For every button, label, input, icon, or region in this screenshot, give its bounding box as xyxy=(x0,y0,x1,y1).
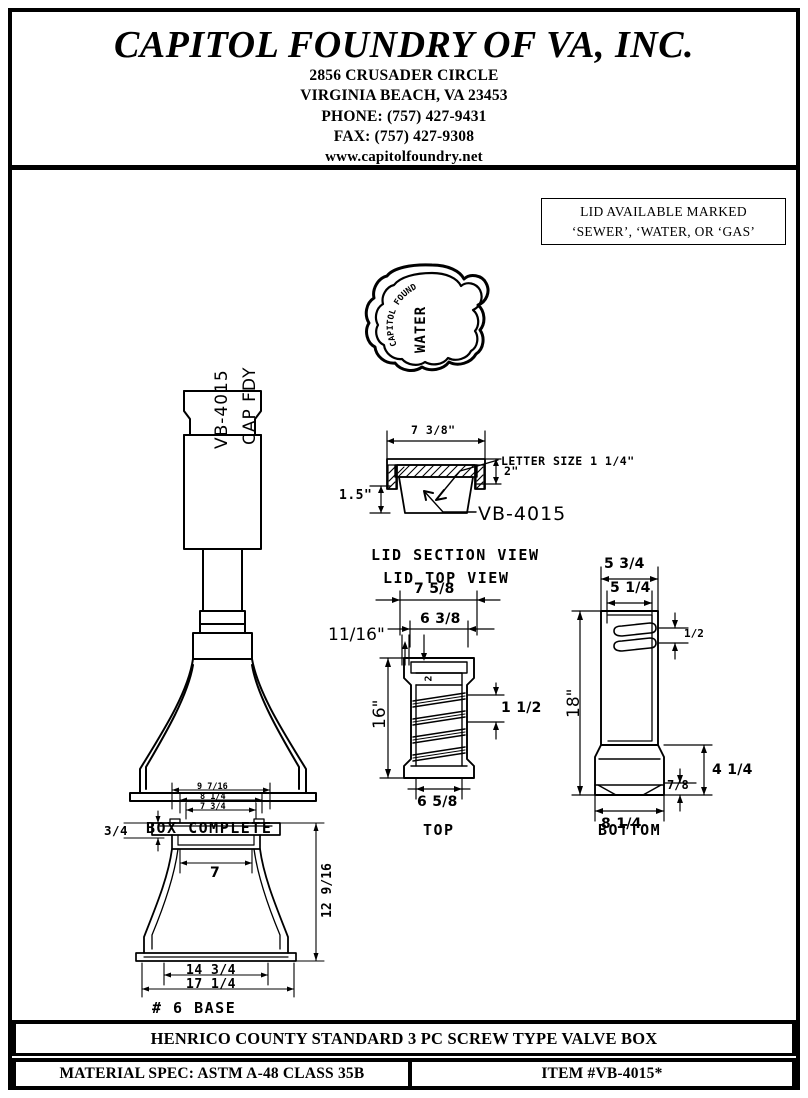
lid-height-dim: 2" xyxy=(504,464,519,478)
company-phone: PHONE: (757) 427-9431 xyxy=(321,107,487,125)
bottom-flange-height-dim: 4 1/4 xyxy=(712,762,753,778)
base-view-graphic xyxy=(123,782,325,998)
lid-marking-note-box: LID AVAILABLE MARKED ‘SEWER’, ‘WATER, OR… xyxy=(541,198,786,245)
box-cast-marking-partno: VB-4015 xyxy=(212,369,232,449)
item-number-cell: ITEM #VB-4015* xyxy=(412,1062,792,1086)
top-inner-width-dim: 6 3/8 xyxy=(420,611,461,627)
lid-width-dim: 7 3/8" xyxy=(411,423,456,437)
top-height-dim: 16" xyxy=(370,699,390,729)
company-header: CAPITOL FOUNDRY OF VA, INC. 2856 CRUSADE… xyxy=(12,12,796,170)
top-wall-dim: 11/16" xyxy=(328,625,385,645)
bottom-flange-thickness-dim: 7/8 xyxy=(667,778,689,792)
base-bottom-inner-dim: 14 3/4 xyxy=(186,963,236,978)
box-cast-marking-foundry: CAP FDY xyxy=(240,366,260,445)
lid-top-view-title: LID TOP VIEW xyxy=(383,569,510,587)
base-bottom-outer-dim: 17 1/4 xyxy=(186,977,236,992)
box-complete-title: BOX COMPLETE xyxy=(146,819,273,837)
lid-part-number: VB-4015 xyxy=(478,503,567,525)
top-view-graphic xyxy=(375,590,505,800)
lid-center-marking: WATER xyxy=(413,305,429,353)
base-view-title: # 6 BASE xyxy=(152,999,237,1017)
note-line-1: LID AVAILABLE MARKED xyxy=(580,203,747,219)
base-throat-dim: 7 xyxy=(210,865,221,881)
bottom-inner-width-dim: 5 1/4 xyxy=(610,580,651,596)
lid-ring-text: CAPITOL FOUNDRY xyxy=(12,173,418,348)
base-width1-dim: 9 7/16 xyxy=(197,782,228,792)
drawing-title-block: HENRICO COUNTY STANDARD 3 PC SCREW TYPE … xyxy=(12,1020,796,1056)
top-outer-width-dim: 7 5/8 xyxy=(414,581,455,597)
lid-section-view-graphic xyxy=(369,430,502,514)
company-fax: FAX: (757) 427-9308 xyxy=(333,128,475,146)
bottom-view-graphic xyxy=(571,566,713,822)
bottom-base-width-dim: 8 1/4 xyxy=(601,816,642,832)
company-address-line1: 2856 CRUSADER CIRCLE xyxy=(309,66,499,84)
letter-size-leader xyxy=(435,459,499,501)
letter-size-callout: LETTER SIZE 1 1/4" xyxy=(501,454,635,468)
drawing-description: HENRICO COUNTY STANDARD 3 PC SCREW TYPE … xyxy=(150,1028,658,1048)
technical-drawing-svg: CAPITOL FOUNDRY xyxy=(12,173,713,998)
material-spec-text: MATERIAL SPEC: ASTM A-48 CLASS 35B xyxy=(59,1065,365,1082)
bottom-slot-dim: 1/2 xyxy=(684,627,704,640)
lid-section-view-title: LID SECTION VIEW xyxy=(371,546,540,564)
lid-top-view-graphic xyxy=(364,263,490,372)
bottom-view-title: BOTTOM xyxy=(598,821,662,839)
drawing-canvas: CAPITOL FOUNDRY LID AVAILABLE MARKED ‘SE… xyxy=(12,173,796,1018)
base-flange-thickness-dim: 3/4 xyxy=(104,823,129,838)
base-width2-dim: 8 1/4 xyxy=(200,792,226,802)
company-name: CAPITOL FOUNDRY OF VA, INC. xyxy=(113,24,695,66)
base-height-dim: 12 9/16 xyxy=(320,863,335,918)
note-line-2: ‘SEWER’, ‘WATER, OR ‘GAS’ xyxy=(571,223,756,239)
bottom-height-dim: 18" xyxy=(564,688,584,718)
material-spec-cell: MATERIAL SPEC: ASTM A-48 CLASS 35B xyxy=(16,1062,412,1086)
top-view-title: TOP xyxy=(423,821,455,839)
company-address-line2: VIRGINIA BEACH, VA 23453 xyxy=(300,87,508,105)
item-number-text: ITEM #VB-4015* xyxy=(541,1065,663,1082)
top-thread-pitch-dim: 1 1/2 xyxy=(501,700,542,716)
spec-title-block: MATERIAL SPEC: ASTM A-48 CLASS 35B ITEM … xyxy=(12,1058,796,1090)
lid-skirt-dim: 1.5" xyxy=(339,488,373,503)
top-bottom-width-dim: 6 5/8 xyxy=(417,794,458,810)
top-lip-dim: 2 xyxy=(423,675,435,682)
company-website: www.capitolfoundry.net xyxy=(325,148,483,165)
box-complete-graphic xyxy=(129,390,317,802)
bottom-outer-width-dim: 5 3/4 xyxy=(604,556,645,572)
base-width3-dim: 7 3/4 xyxy=(200,802,226,812)
